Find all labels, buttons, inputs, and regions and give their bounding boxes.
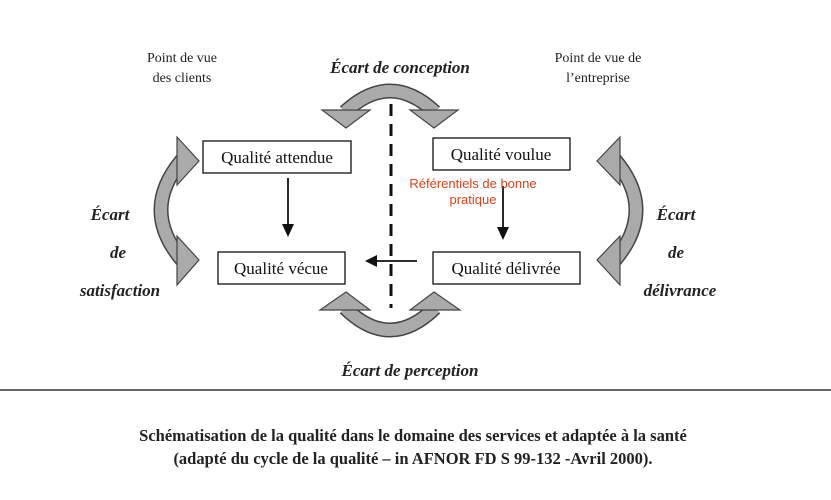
- gap-satisfaction-line1: Écart: [90, 205, 131, 224]
- box-qualite-attendue: Qualité attendue: [202, 140, 352, 174]
- box-qualite-vecue-label: Qualité vécue: [234, 259, 328, 278]
- viewpoint-clients-line2: des clients: [153, 71, 212, 86]
- box-qualite-voulue: Qualité voulue: [432, 137, 571, 171]
- perception-curved-arrow: [318, 291, 462, 338]
- caption-line1: Schématisation de la qualité dans le dom…: [139, 426, 687, 445]
- delivrance-curved-arrow: [596, 135, 644, 287]
- viewpoint-company-line1: Point de vue de: [555, 51, 642, 66]
- gap-delivrance-line1: Écart: [656, 205, 697, 224]
- arrow-voulue-to-delivree: [497, 186, 509, 240]
- gap-perception-label: Écart de perception: [341, 361, 479, 380]
- box-qualite-delivree-label: Qualité délivrée: [451, 259, 560, 278]
- arrow-delivree-to-vecue: [365, 255, 417, 267]
- caption-line2: (adapté du cycle de la qualité – in AFNO…: [173, 449, 652, 468]
- box-qualite-vecue: Qualité vécue: [217, 251, 346, 285]
- conception-curved-arrow: [320, 83, 460, 129]
- arrow-attendue-to-vecue: [282, 178, 294, 237]
- annotation-line2: pratique: [450, 192, 497, 207]
- box-qualite-attendue-label: Qualité attendue: [221, 148, 333, 167]
- box-qualite-voulue-label: Qualité voulue: [451, 145, 552, 164]
- annotation-line1: Référentiels de bonne: [409, 176, 536, 191]
- gap-satisfaction-line3: satisfaction: [79, 281, 160, 300]
- gap-conception-label: Écart de conception: [329, 58, 470, 77]
- satisfaction-curved-arrow: [153, 135, 200, 287]
- viewpoint-clients-line1: Point de vue: [147, 51, 217, 66]
- gap-satisfaction-line2: de: [110, 243, 127, 262]
- box-qualite-delivree: Qualité délivrée: [432, 251, 581, 285]
- viewpoint-company-line2: l’entreprise: [566, 71, 630, 86]
- gap-delivrance-line3: délivrance: [644, 281, 717, 300]
- gap-delivrance-line2: de: [668, 243, 685, 262]
